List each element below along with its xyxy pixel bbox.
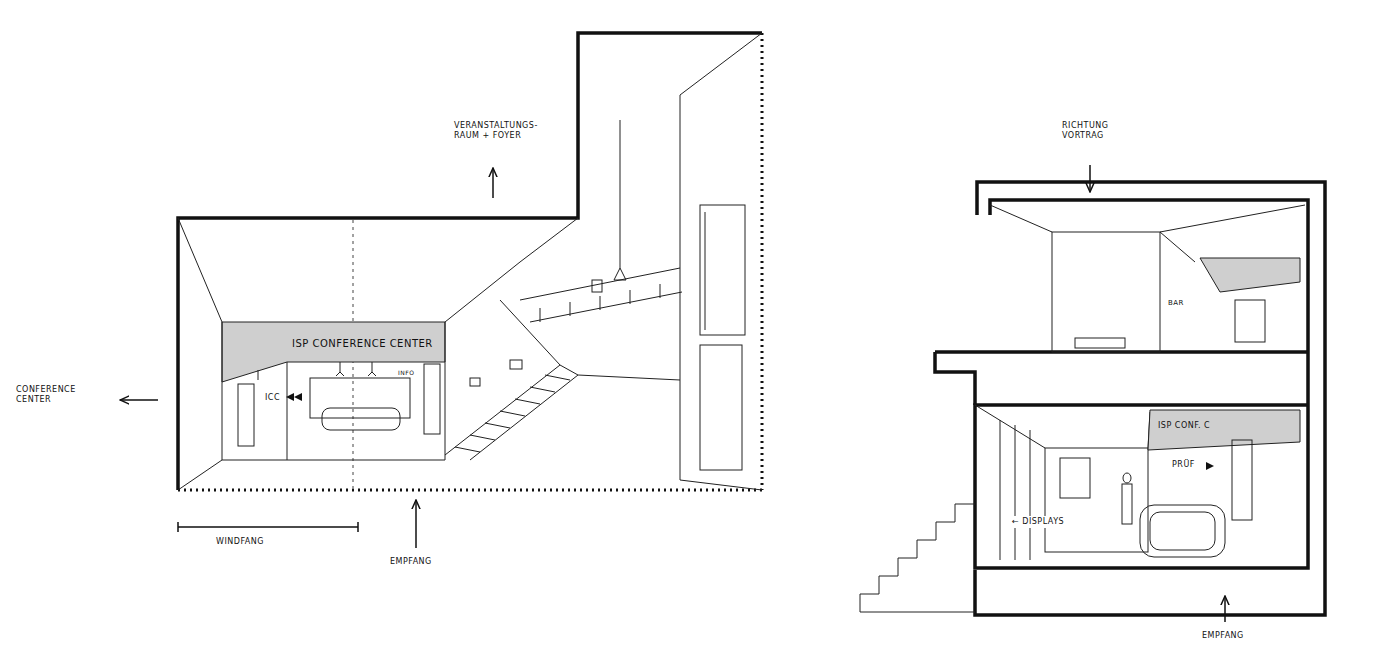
entrance-perspective-part: [310, 378, 410, 418]
direction-arrows-part: [1224, 596, 1226, 622]
entrance-perspective-part: [287, 362, 288, 460]
building-section-part: [935, 352, 1308, 405]
building-section-part: [1200, 258, 1300, 292]
entrance-perspective-part: [424, 364, 440, 434]
entrance-perspective-part: [294, 393, 302, 401]
building-section-part: [1140, 505, 1225, 557]
entrance-perspective-part: [680, 33, 762, 490]
building-section-part: [975, 200, 1308, 568]
annotation-label: WINDFANG: [214, 536, 266, 548]
building-section-part: [1122, 484, 1132, 524]
entrance-perspective-part: [445, 218, 578, 322]
entrance-perspective-part: [178, 33, 762, 490]
entrance-perspective-part: [510, 360, 522, 369]
building-section-part: [1075, 338, 1125, 348]
entrance-perspective-part: [222, 460, 445, 461]
entrance-perspective-part: [700, 345, 742, 470]
entrance-perspective-part: [540, 284, 660, 322]
entrance-perspective: [178, 33, 762, 490]
direction-arrows-part: [415, 500, 417, 548]
entrance-perspective-part: [178, 218, 222, 322]
entrance-perspective-part: [445, 365, 578, 460]
building-section: [860, 182, 1325, 615]
building-section-part: [860, 612, 975, 613]
entrance-perspective-part: [238, 384, 254, 446]
direction-arrows-part: [120, 399, 158, 401]
entrance-perspective-part: [286, 393, 294, 401]
entrance-perspective-part: [178, 460, 222, 490]
entrance-perspective-part: [222, 322, 445, 382]
entrance-perspective-part: [178, 33, 762, 490]
direction-arrows: [120, 165, 1225, 622]
annotation-label: PRÜF: [1170, 459, 1197, 471]
building-section-part: [1052, 232, 1160, 352]
building-section-part: [990, 205, 1305, 262]
annotation-label: CONFERENCE CENTER: [14, 384, 90, 405]
entrance-perspective-part: [258, 362, 376, 380]
annotation-label: BAR: [1166, 298, 1186, 308]
building-section-part: [975, 182, 1325, 615]
entrance-perspective-part: [222, 322, 223, 460]
annotation-label: ← DISPLAYS: [1010, 516, 1066, 528]
direction-arrows-part: [1089, 165, 1091, 192]
annotation-label: EMPFANG: [388, 556, 434, 568]
building-section-part: [1235, 300, 1265, 342]
entrance-perspective-part: [705, 212, 706, 330]
entrance-perspective-part: [592, 280, 602, 292]
building-section-part: [1060, 458, 1090, 498]
entrance-perspective-part: [614, 120, 626, 280]
entrance-perspective-part: [700, 205, 745, 335]
building-section-part: [860, 504, 975, 612]
building-section-part: [1148, 410, 1300, 450]
building-section-part: [1150, 512, 1215, 550]
building-section-part: [1206, 462, 1214, 470]
annotation-label: ISP CONF. C: [1156, 420, 1212, 432]
direction-arrows-part: [492, 168, 494, 198]
direction-arrows-part: [178, 522, 358, 532]
annotation-label: RICHTUNG VORTRAG: [1060, 120, 1126, 141]
entrance-perspective-part: [445, 322, 446, 460]
building-section-part: [1000, 420, 1030, 560]
entrance-perspective-part: [455, 375, 570, 452]
building-section-part: [1123, 473, 1131, 483]
annotation-label: EMPFANG: [1200, 630, 1246, 642]
annotation-label: INFO: [396, 368, 416, 377]
entrance-perspective-part: [470, 378, 480, 386]
building-section-part: [1045, 448, 1148, 552]
entrance-perspective-part: [322, 408, 400, 430]
building-section-part: [1232, 440, 1252, 520]
entrance-perspective-part: [500, 268, 682, 380]
annotation-label: ICC: [263, 392, 282, 404]
annotation-label: VERANSTALTUNGS- RAUM + FOYER: [452, 120, 556, 141]
annotation-label: ISP CONFERENCE CENTER: [290, 337, 435, 351]
building-section-part: [975, 405, 1150, 448]
